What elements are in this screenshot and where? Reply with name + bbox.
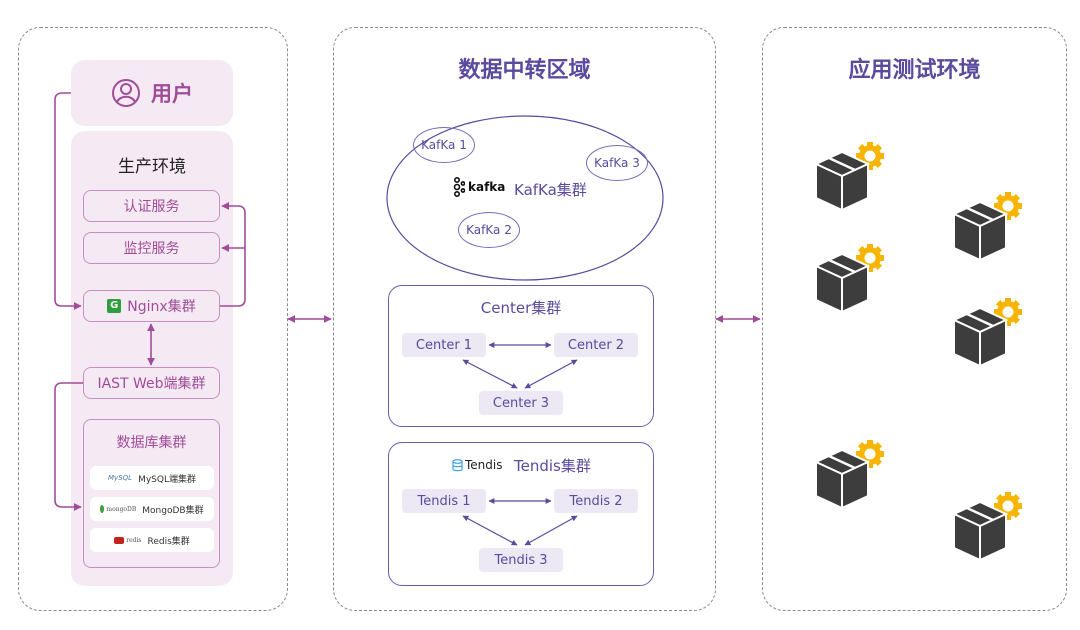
tendis1-tendis3-connector [462, 515, 518, 546]
mongodb-cluster[interactable]: mongoDB MongoDB集群 [90, 497, 214, 521]
tendis-node-1-label: Tendis 1 [417, 493, 471, 509]
center2-center3-connector [524, 359, 578, 389]
mysql-label: MySQL端集群 [138, 474, 196, 485]
tendis-logo: Tendis [452, 458, 502, 472]
tendis-node-1[interactable]: Tendis 1 [402, 489, 486, 513]
db-cluster-box [83, 419, 220, 568]
nginx-icon: G [107, 299, 122, 313]
app-package-gear-icon[interactable] [812, 432, 896, 516]
user-icon [112, 79, 140, 107]
kafka-node-3[interactable]: KafKa 3 [586, 145, 648, 181]
monitor-service-label: 监控服务 [123, 241, 180, 257]
kafka-node-1-label: KafKa 1 [421, 138, 467, 152]
kafka-node-1[interactable]: KafKa 1 [413, 127, 475, 163]
kafka-node-3-label: KafKa 3 [594, 156, 640, 170]
redis-logo-text: redis [126, 536, 142, 544]
center-node-3[interactable]: Center 3 [479, 391, 563, 415]
iast-web-cluster[interactable]: IAST Web端集群 [83, 367, 220, 399]
user-box[interactable]: 用户 [71, 60, 233, 126]
test-env-title: 应用测试环境 [848, 58, 981, 83]
app-package-gear-icon[interactable] [950, 290, 1034, 374]
center-node-2-label: Center 2 [567, 337, 625, 353]
kafka-node-2[interactable]: KafKa 2 [458, 212, 520, 248]
app-package-gear-icon[interactable] [950, 184, 1034, 268]
user-label: 用户 [151, 82, 193, 106]
kafka-node-2-label: KafKa 2 [466, 223, 512, 237]
iast-label: IAST Web端集群 [97, 376, 206, 392]
mongodb-label: MongoDB集群 [142, 505, 204, 516]
redis-cluster[interactable]: redis Redis集群 [90, 528, 214, 552]
iast-to-db-connector [54, 382, 83, 511]
test-env-panel [762, 27, 1067, 611]
nginx-label: Nginx集群 [127, 299, 196, 315]
kafka-logo: kafka [453, 177, 505, 197]
tendis-icon [452, 458, 463, 471]
user-to-nginx-connector [54, 92, 82, 310]
center-cluster-title: Center集群 [480, 299, 562, 317]
app-package-gear-icon[interactable] [812, 134, 896, 218]
center-cluster [388, 285, 654, 427]
center-node-3-label: Center 3 [492, 395, 550, 411]
center1-center3-connector [462, 359, 518, 389]
mongodb-logo-icon [100, 505, 105, 513]
nginx-cluster[interactable]: G Nginx集群 [83, 290, 220, 322]
tendis-node-3[interactable]: Tendis 3 [479, 548, 563, 572]
kafka-logo-text: kafka [468, 180, 506, 194]
data-transfer-title: 数据中转区域 [458, 58, 591, 83]
kafka-icon [453, 177, 465, 197]
tendis-cluster [388, 442, 654, 586]
app-package-gear-icon[interactable] [812, 236, 896, 320]
monitor-service[interactable]: 监控服务 [83, 232, 220, 264]
prod-env-title: 生产环境 [118, 157, 186, 177]
tendis-node-2[interactable]: Tendis 2 [554, 489, 638, 513]
mongodb-logo-text: mongoDB [106, 505, 137, 513]
tendis2-tendis3-connector [524, 515, 578, 546]
kafka-cluster-label: KafKa集群 [514, 181, 587, 199]
db-cluster-title: 数据库集群 [116, 435, 187, 451]
auth-service-label: 认证服务 [123, 199, 180, 215]
app-package-gear-icon[interactable] [950, 484, 1034, 568]
mysql-logo-icon: MySQL [108, 474, 133, 482]
redis-logo-icon [114, 536, 125, 544]
tendis-logo-text: Tendis [465, 458, 503, 472]
center-node-1-label: Center 1 [415, 337, 473, 353]
kafka-cluster-ellipse [386, 115, 664, 281]
tendis-cluster-title: Tendis集群 [514, 457, 591, 475]
tendis-node-2-label: Tendis 2 [569, 493, 623, 509]
tendis-node-3-label: Tendis 3 [494, 552, 548, 568]
mysql-cluster[interactable]: MySQL MySQL端集群 [90, 466, 214, 490]
redis-label: Redis集群 [147, 536, 190, 547]
nginx-to-auth-connector [220, 202, 246, 307]
center-node-1[interactable]: Center 1 [402, 333, 486, 357]
center-node-2[interactable]: Center 2 [554, 333, 638, 357]
auth-service[interactable]: 认证服务 [83, 190, 220, 222]
